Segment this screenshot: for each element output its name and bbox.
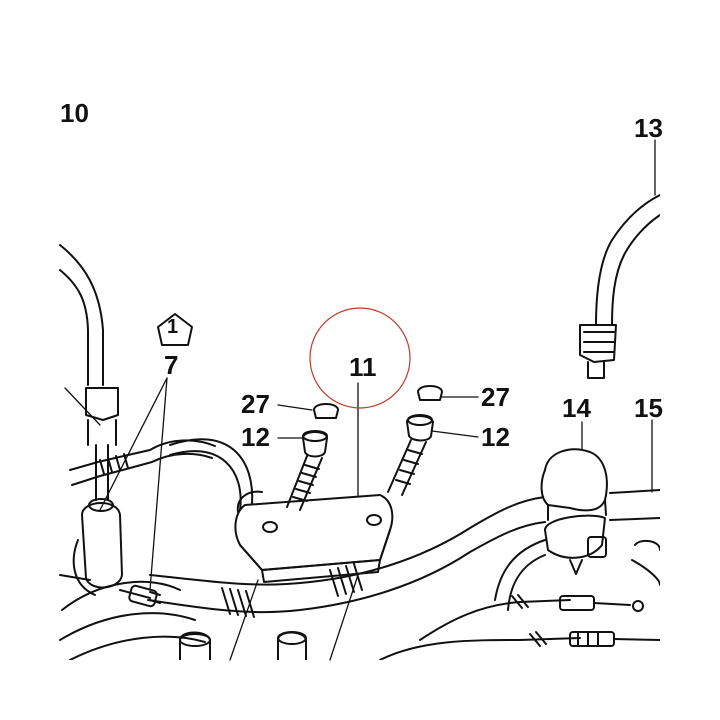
handlebar-tube bbox=[147, 489, 660, 618]
upper-cable bbox=[169, 438, 254, 511]
right-switch-housing bbox=[540, 448, 608, 575]
leader-lines bbox=[64, 139, 656, 661]
callout-13: 13 bbox=[634, 113, 663, 143]
bolt-cap-left bbox=[313, 403, 339, 419]
callout-12-right: 12 bbox=[481, 422, 510, 452]
callout-10: 10 bbox=[60, 98, 89, 128]
clamp-bolt-left bbox=[286, 430, 328, 511]
left-hose-fitting bbox=[69, 439, 216, 486]
note-marker-pentagon bbox=[157, 313, 193, 346]
clamp-bolt-right bbox=[387, 414, 434, 496]
bolt-cap-right bbox=[417, 385, 443, 401]
callout-11: 11 bbox=[349, 352, 377, 382]
lower-fixings bbox=[179, 631, 307, 660]
callout-15: 15 bbox=[634, 393, 663, 423]
callout-12-left: 12 bbox=[241, 422, 270, 452]
callout-27-right: 27 bbox=[481, 382, 510, 412]
callout-27-left: 27 bbox=[241, 389, 270, 419]
highlight-circle bbox=[309, 307, 411, 409]
handlebar-clamp bbox=[234, 490, 394, 583]
callout-7: 7 bbox=[164, 350, 179, 380]
left-master-cylinder-clamp bbox=[59, 498, 161, 608]
note-marker-label: 1 bbox=[167, 316, 179, 338]
throttle-cables bbox=[379, 594, 660, 660]
callout-14: 14 bbox=[562, 393, 591, 423]
right-brake-line bbox=[579, 194, 660, 379]
